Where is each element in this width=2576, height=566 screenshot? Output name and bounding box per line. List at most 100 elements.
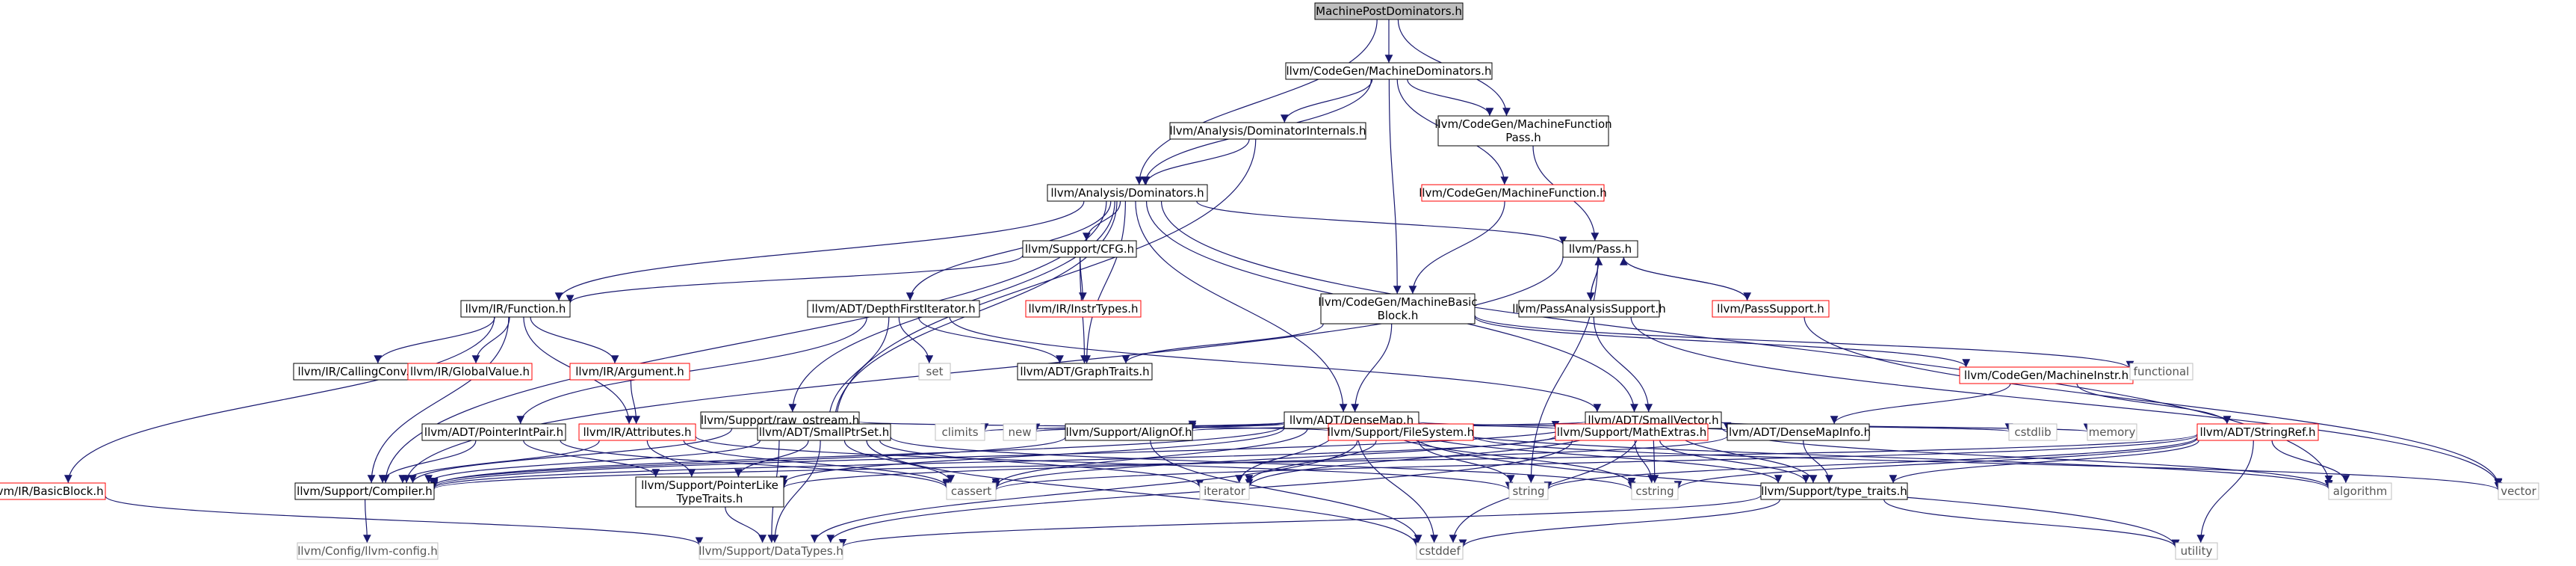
node-smallptrset[interactable]: llvm/ADT/SmallPtrSet.h — [757, 423, 891, 441]
edge-ptrlike-to-datatypes — [725, 506, 767, 544]
node-domint[interactable]: llvm/Analysis/DominatorInternals.h — [1169, 122, 1366, 140]
node-llvmconfig: llvm/Config/llvm-config.h — [297, 542, 439, 560]
node-mfunc[interactable]: llvm/CodeGen/MachineFunction.h — [1419, 184, 1607, 202]
node-label: llvm/Pass.h — [1569, 242, 1632, 256]
node-passanal[interactable]: llvm/PassAnalysisSupport.h — [1512, 300, 1666, 318]
edge-passanal-to-pass — [1590, 256, 1603, 301]
edge-densemap-to-cstddef — [1356, 428, 1438, 544]
edge-densemap-to-compiler — [430, 425, 1285, 487]
node-label: cstring — [1635, 485, 1674, 498]
node-box — [2175, 542, 2218, 560]
node-passsupp[interactable]: llvm/PassSupport.h — [1712, 300, 1830, 318]
node-densemapinfo[interactable]: llvm/ADT/DenseMapInfo.h — [1726, 423, 1871, 441]
edge-stringref-to-string — [1544, 437, 2198, 490]
edge-filesystem-to-string — [1418, 440, 1515, 484]
node-box — [1320, 293, 1476, 324]
node-stringref[interactable]: llvm/ADT/StringRef.h — [2196, 423, 2319, 441]
edge-domint-to-smallptrset — [832, 138, 1257, 425]
edge-dom-to-graphtraits — [1083, 200, 1126, 364]
node-algorithm: algorithm — [2328, 482, 2392, 500]
node-ptrintpair[interactable]: llvm/ADT/PointerIntPair.h — [421, 423, 566, 441]
node-label: llvm/CodeGen/MachineFunction.h — [1419, 186, 1607, 200]
node-box — [635, 476, 784, 508]
node-box — [757, 423, 891, 441]
node-globalval[interactable]: llvm/IR/GlobalValue.h — [407, 363, 533, 381]
node-dom[interactable]: llvm/Analysis/Dominators.h — [1047, 184, 1208, 202]
edge-mbb-to-functional — [1474, 315, 2134, 369]
node-cfg[interactable]: llvm/Support/CFG.h — [1022, 240, 1137, 258]
node-machdom[interactable]: llvm/CodeGen/MachineDominators.h — [1285, 62, 1493, 80]
node-label: memory — [2089, 425, 2136, 439]
node-box — [2129, 363, 2193, 381]
edge-typetraits-to-utility — [1883, 499, 2180, 548]
node-alignof[interactable]: llvm/Support/AlignOf.h — [1065, 423, 1193, 441]
edge-argument-to-attrs — [630, 379, 640, 425]
node-label: llvm/Analysis/Dominators.h — [1050, 186, 1204, 200]
nodes-layer: MachinePostDominators.h llvm/CodeGen/Mach… — [0, 2, 2539, 560]
node-box — [1712, 300, 1830, 318]
node-irfunc[interactable]: llvm/IR/Function.h — [460, 300, 571, 318]
edge-smallvec-to-cassert — [991, 427, 1586, 489]
node-label: llvm/ADT/SmallPtrSet.h — [759, 425, 890, 439]
node-label: algorithm — [2333, 485, 2387, 498]
edge-dom-to-cfg — [1083, 200, 1121, 242]
node-label: llvm/IR/Attributes.h — [583, 425, 691, 439]
edge-stringref-to-typetraits — [1889, 440, 2199, 484]
node-label: llvm/Support/MathExtras.h — [1557, 425, 1706, 439]
node-bb[interactable]: llvm/IR/BasicBlock.h — [0, 482, 106, 500]
edge-irfunc-to-callconv — [374, 316, 495, 364]
node-graphtraits[interactable]: llvm/ADT/GraphTraits.h — [1017, 363, 1153, 381]
node-pass[interactable]: llvm/Pass.h — [1562, 240, 1638, 258]
node-attrs[interactable]: llvm/IR/Attributes.h — [578, 423, 696, 441]
edge-stringref-to-cassert — [992, 434, 2198, 490]
node-box — [0, 482, 106, 500]
node-box — [460, 300, 571, 318]
node-label: llvm/Support/AlignOf.h — [1065, 425, 1192, 439]
edge-cfg-to-irfunc — [566, 254, 1024, 304]
node-root[interactable]: MachinePostDominators.h — [1314, 2, 1464, 20]
edge-stringref-to-algorithm — [2271, 440, 2350, 484]
node-label: llvm/ADT/PointerIntPair.h — [424, 425, 563, 439]
node-dfi[interactable]: llvm/ADT/DepthFirstIterator.h — [807, 300, 980, 318]
node-box — [946, 482, 997, 500]
edge-mathext-to-compiler — [430, 435, 1556, 489]
node-callconv[interactable]: llvm/IR/CallingConv.h — [293, 363, 421, 381]
node-box — [1285, 62, 1493, 80]
node-mathext[interactable]: llvm/Support/MathExtras.h — [1555, 423, 1709, 441]
edge-mbb-to-densemap — [1351, 323, 1393, 413]
node-label: llvm/IR/Function.h — [465, 302, 566, 316]
edge-mbb-to-minstr — [1474, 316, 1970, 368]
edge-smallptrset-to-datatypes — [770, 440, 821, 544]
node-typetraits[interactable]: llvm/Support/type_traits.h — [1760, 482, 1908, 500]
edge-alignof-to-compiler — [430, 437, 1066, 487]
node-label: llvm/Support/PointerLike — [641, 479, 778, 492]
node-instrtypes[interactable]: llvm/IR/InstrTypes.h — [1025, 300, 1142, 318]
node-label: llvm/CodeGen/MachineInstr.h — [1964, 369, 2128, 382]
node-box — [294, 482, 435, 500]
node-cstddef: cstddef — [1416, 542, 1464, 560]
node-box — [2087, 423, 2137, 441]
edge-ptrintpair-to-compiler — [378, 440, 477, 484]
node-label: utility — [2181, 544, 2213, 558]
node-minstr[interactable]: llvm/CodeGen/MachineInstr.h — [1959, 366, 2134, 384]
node-filesystem[interactable]: llvm/Support/FileSystem.h — [1328, 423, 1475, 441]
node-box — [1022, 240, 1137, 258]
node-box — [1025, 300, 1142, 318]
node-compiler[interactable]: llvm/Support/Compiler.h — [294, 482, 435, 500]
edge-stringref-to-utility — [2196, 440, 2254, 544]
node-label: cassert — [951, 485, 991, 498]
node-argument[interactable]: llvm/IR/Argument.h — [569, 363, 690, 381]
edge-dfi-to-smallptrset — [824, 316, 890, 425]
edge-dfi-to-ptrintpair — [516, 316, 867, 425]
node-box — [421, 423, 566, 441]
edge-root-to-dom — [1135, 19, 1378, 185]
node-label: vector — [2501, 485, 2536, 498]
node-box — [1562, 240, 1638, 258]
node-label: llvm/ADT/DenseMapInfo.h — [1726, 425, 1871, 439]
node-label: cstddef — [1419, 544, 1461, 558]
node-box — [1199, 482, 1250, 500]
edge-mathext-to-typetraits — [1659, 440, 1810, 484]
